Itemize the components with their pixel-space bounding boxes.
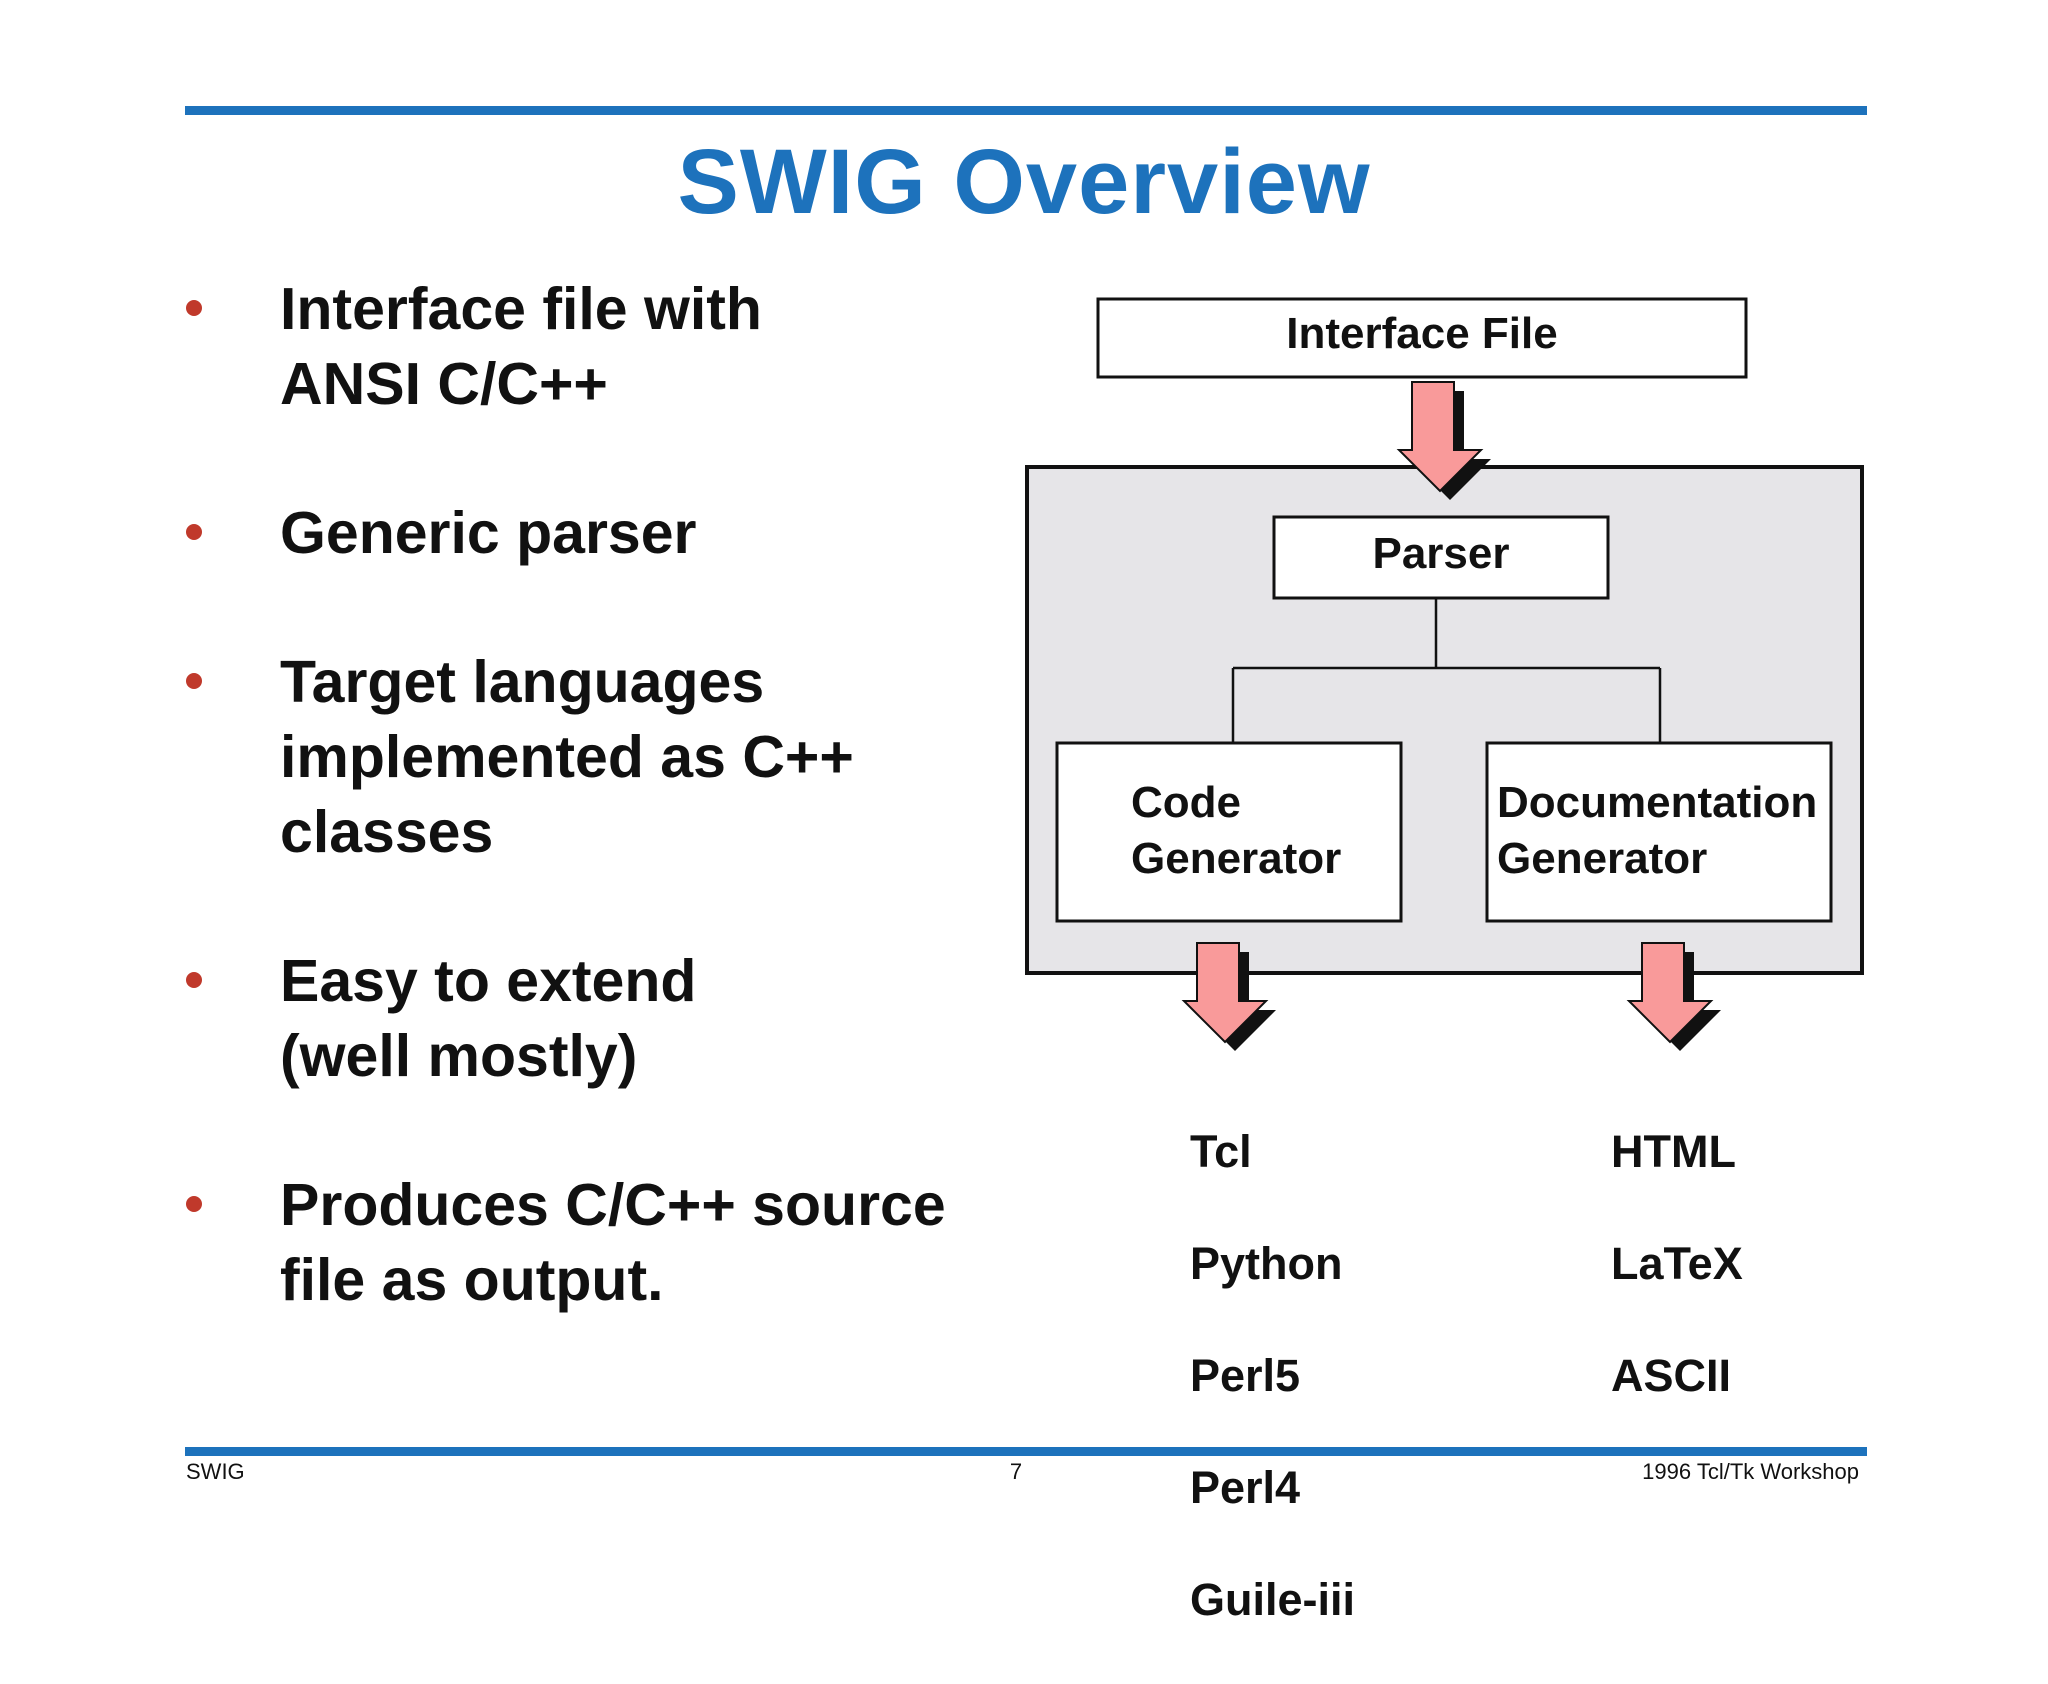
bullet-item: Easy to extend (well mostly) [280, 948, 697, 1089]
code-output-item: Perl4 [1190, 1462, 1301, 1513]
parser-connector [1231, 598, 1662, 743]
footer-right: 1996 Tcl/Tk Workshop [1642, 1459, 1859, 1484]
bullet-marker [186, 1196, 202, 1212]
arrow-code-output-icon [1181, 942, 1276, 1051]
bullet-item: Target languages implemented as C++ clas… [280, 649, 854, 865]
code-output-list: Tcl Python Perl5 Perl4 Guile-iii [1190, 1068, 1355, 1684]
bullet-marker [186, 524, 202, 540]
slide-title: SWIG Overview [677, 131, 1371, 233]
interface-file-label: Interface File [1286, 309, 1558, 358]
code-output-item: Perl5 [1190, 1350, 1301, 1401]
documentation-generator-label: Documentation Generator [1497, 778, 1818, 883]
bottom-rule [185, 1447, 1867, 1456]
documentation-generator-box [1485, 741, 1833, 923]
bullet-marker [186, 972, 202, 988]
bullet-item: Generic parser [280, 500, 697, 566]
footer-page-number: 7 [1009, 1459, 1023, 1484]
doc-output-item: LaTeX [1611, 1238, 1743, 1289]
arrow-interface-to-parser-icon [1396, 381, 1491, 500]
arrow-doc-output-icon [1626, 942, 1721, 1051]
code-output-item: Tcl [1190, 1126, 1252, 1177]
bullet-marker [186, 673, 202, 689]
top-rule [185, 106, 1867, 115]
bullet-item: Produces C/C++ source file as output. [280, 1172, 946, 1313]
bullet-marker [186, 300, 202, 316]
bullet-item: Interface file with ANSI C/C++ [280, 276, 762, 417]
parser-label: Parser [1372, 529, 1510, 578]
parser-box [1272, 515, 1610, 600]
doc-output-item: HTML [1611, 1126, 1736, 1177]
code-output-item: Guile-iii [1190, 1574, 1356, 1625]
code-generator-label: Code Generator [1131, 778, 1342, 883]
interface-file-box [1096, 297, 1748, 379]
code-output-item: Python [1190, 1238, 1343, 1289]
doc-output-list: HTML LaTeX ASCII [1611, 1068, 1743, 1460]
swig-architecture-diagram [1025, 297, 1864, 1051]
code-generator-box [1055, 741, 1403, 923]
footer-left: SWIG [186, 1459, 245, 1484]
doc-output-item: ASCII [1611, 1350, 1732, 1401]
